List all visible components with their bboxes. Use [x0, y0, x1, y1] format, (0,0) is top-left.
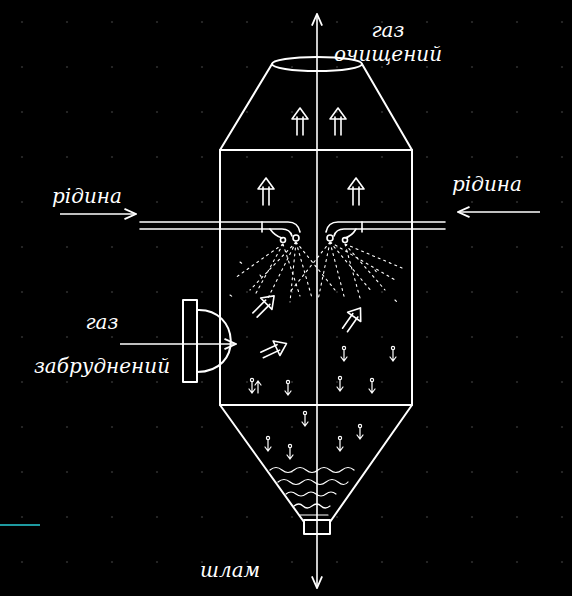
spray-pipes: [140, 222, 445, 243]
tower-housing: [183, 57, 412, 534]
sludge: [270, 468, 354, 516]
gas-flow-arrow: [249, 108, 367, 362]
dirty-gas-arrow: [120, 343, 236, 345]
spray-cone: [230, 242, 402, 302]
flow-label: шлам: [200, 558, 260, 582]
liquid-arrow: [60, 212, 540, 214]
slide-rule: [0, 524, 40, 526]
flow-label: рідина: [52, 184, 122, 208]
axis-line: [316, 14, 318, 588]
flow-label: рідина: [452, 172, 522, 196]
flow-label: газ очищений: [328, 18, 448, 66]
flow-label: газ забруднений: [22, 300, 182, 388]
droplet-arrow: [249, 346, 396, 459]
